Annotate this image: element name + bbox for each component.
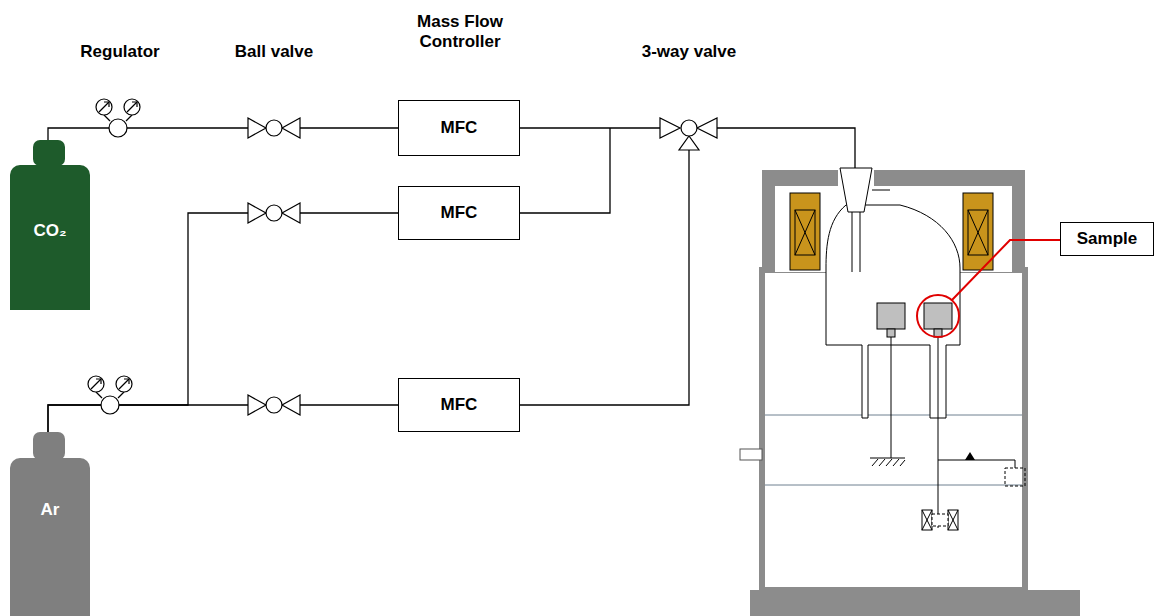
three-way-valve-symbol — [660, 118, 717, 150]
gas-line — [48, 405, 398, 458]
node-text: Ar — [41, 500, 60, 520]
node-text: Sample — [1077, 229, 1137, 249]
gas-cylinder: CO₂ — [10, 165, 90, 310]
gas-line — [48, 128, 398, 165]
part-label: Mass Flow Controller — [400, 12, 520, 52]
node-text: MFC — [441, 118, 478, 138]
thermobalance-illustration — [740, 168, 1080, 616]
leader-line — [952, 240, 1060, 300]
node-text: MFC — [441, 395, 478, 415]
gas-line — [48, 213, 398, 458]
part-label: Regulator — [80, 42, 159, 62]
regulator-symbol — [88, 376, 132, 414]
cylinder-valve-cap — [33, 140, 65, 166]
gas-cylinder: Ar — [10, 458, 90, 616]
mass-flow-controller: MFC — [398, 186, 520, 240]
cylinder-valve-cap — [33, 432, 65, 460]
part-label: 3-way valve — [642, 42, 737, 62]
callout-box: Sample — [1060, 222, 1154, 256]
mass-flow-controller: MFC — [398, 100, 520, 156]
sample-highlight-circle — [917, 295, 959, 337]
ball-valve-symbol — [248, 118, 300, 415]
mass-flow-controller: MFC — [398, 378, 520, 432]
part-label: Ball valve — [235, 42, 313, 62]
regulator-symbol — [96, 99, 140, 137]
node-text: MFC — [441, 203, 478, 223]
node-text: CO₂ — [33, 221, 66, 241]
